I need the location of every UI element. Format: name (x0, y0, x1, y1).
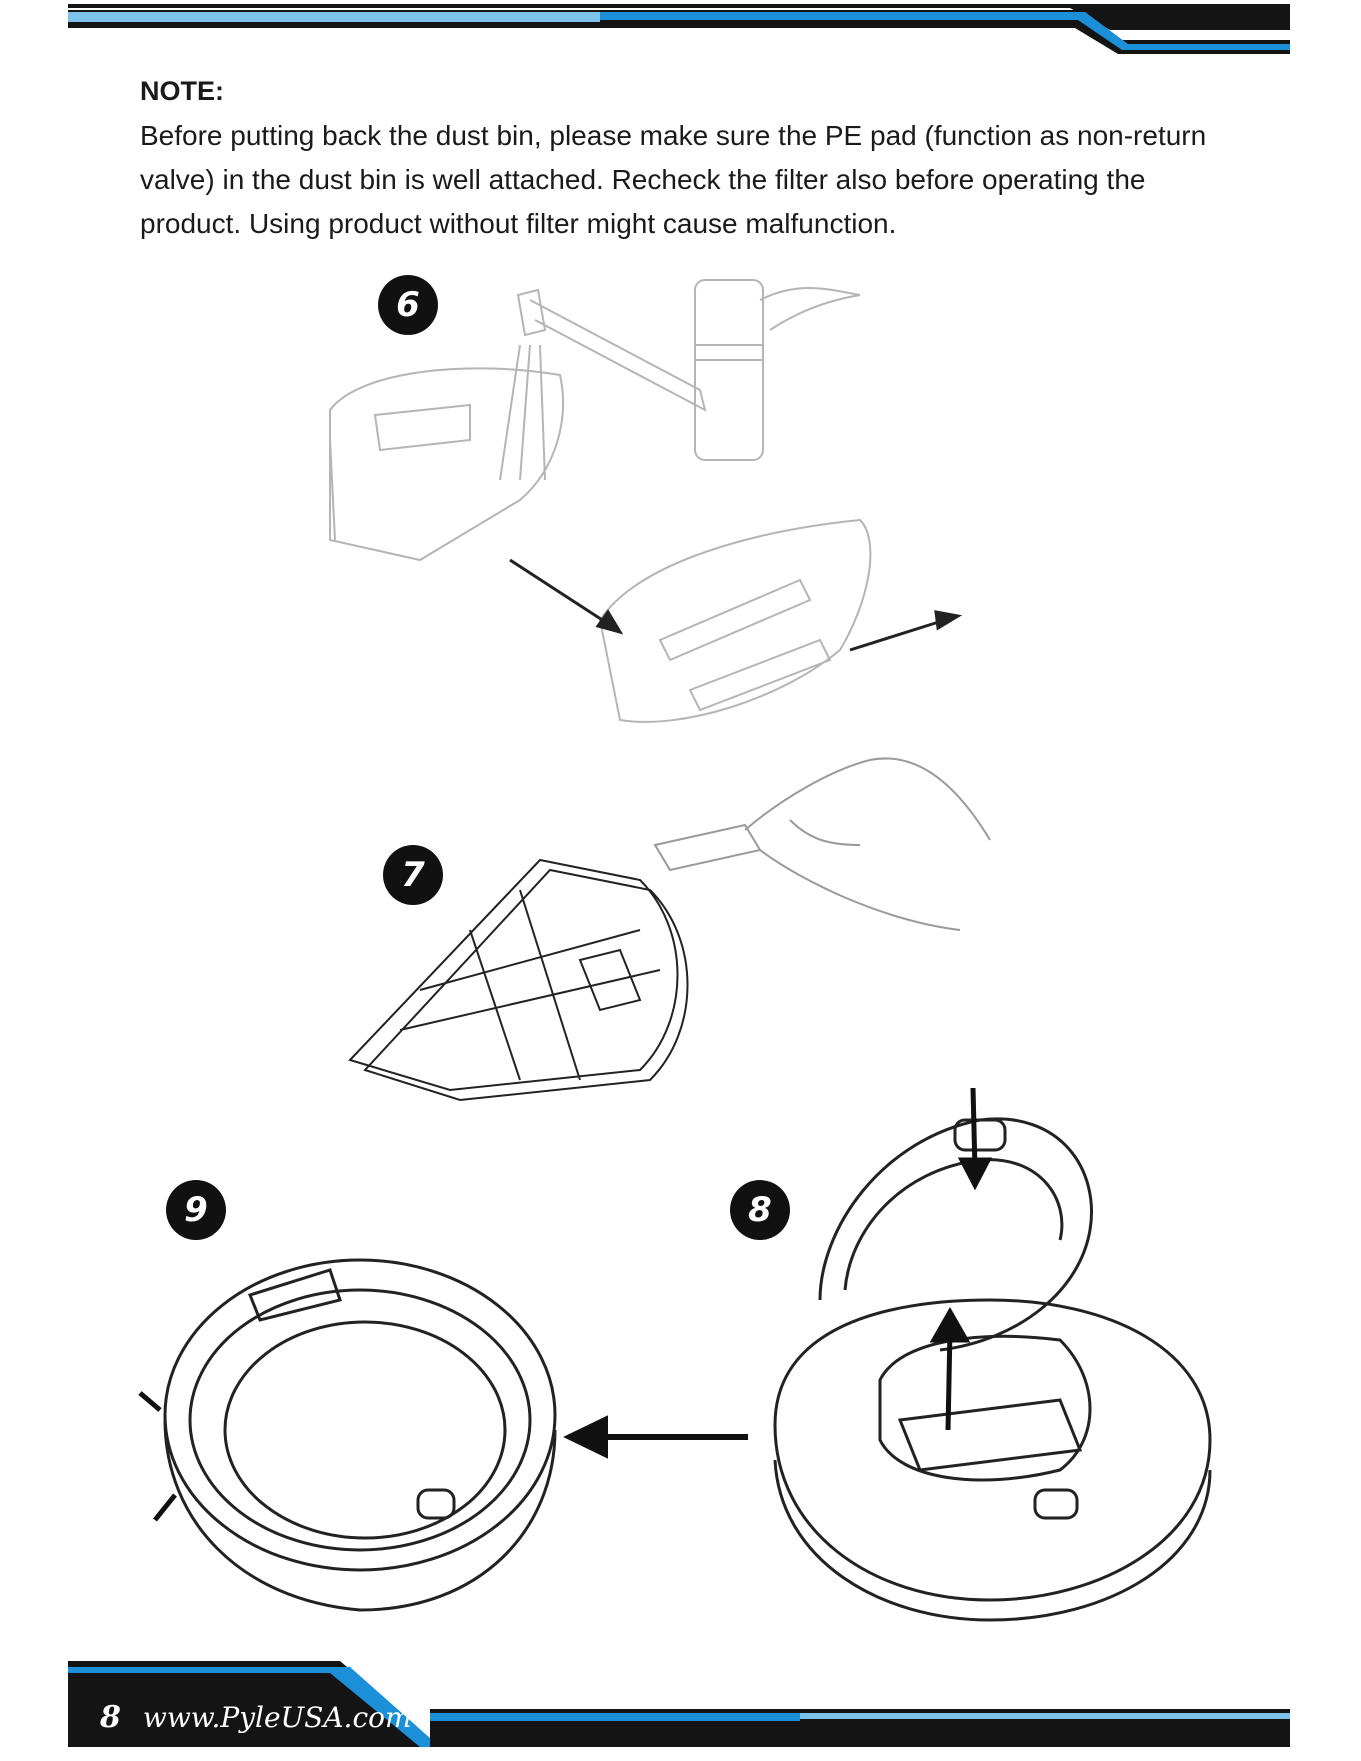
step-7-badge: 7 (383, 845, 443, 905)
dust-bin-drawing (330, 368, 563, 560)
page-number: 8 (100, 1700, 121, 1735)
toothbrush-hand-drawing (655, 758, 990, 930)
robot-closed-drawing (165, 1260, 555, 1610)
pe-pad-drawing (600, 520, 870, 722)
page-footer: 8 www.PyleUSA.com (100, 1700, 412, 1735)
step-9-badge: 9 (166, 1180, 226, 1240)
step-8-badge: 8 (730, 1180, 790, 1240)
step-6-badge: 6 (378, 275, 438, 335)
robot-open-drawing (775, 1119, 1210, 1620)
website-link[interactable]: www.PyleUSA.com (143, 1701, 412, 1734)
